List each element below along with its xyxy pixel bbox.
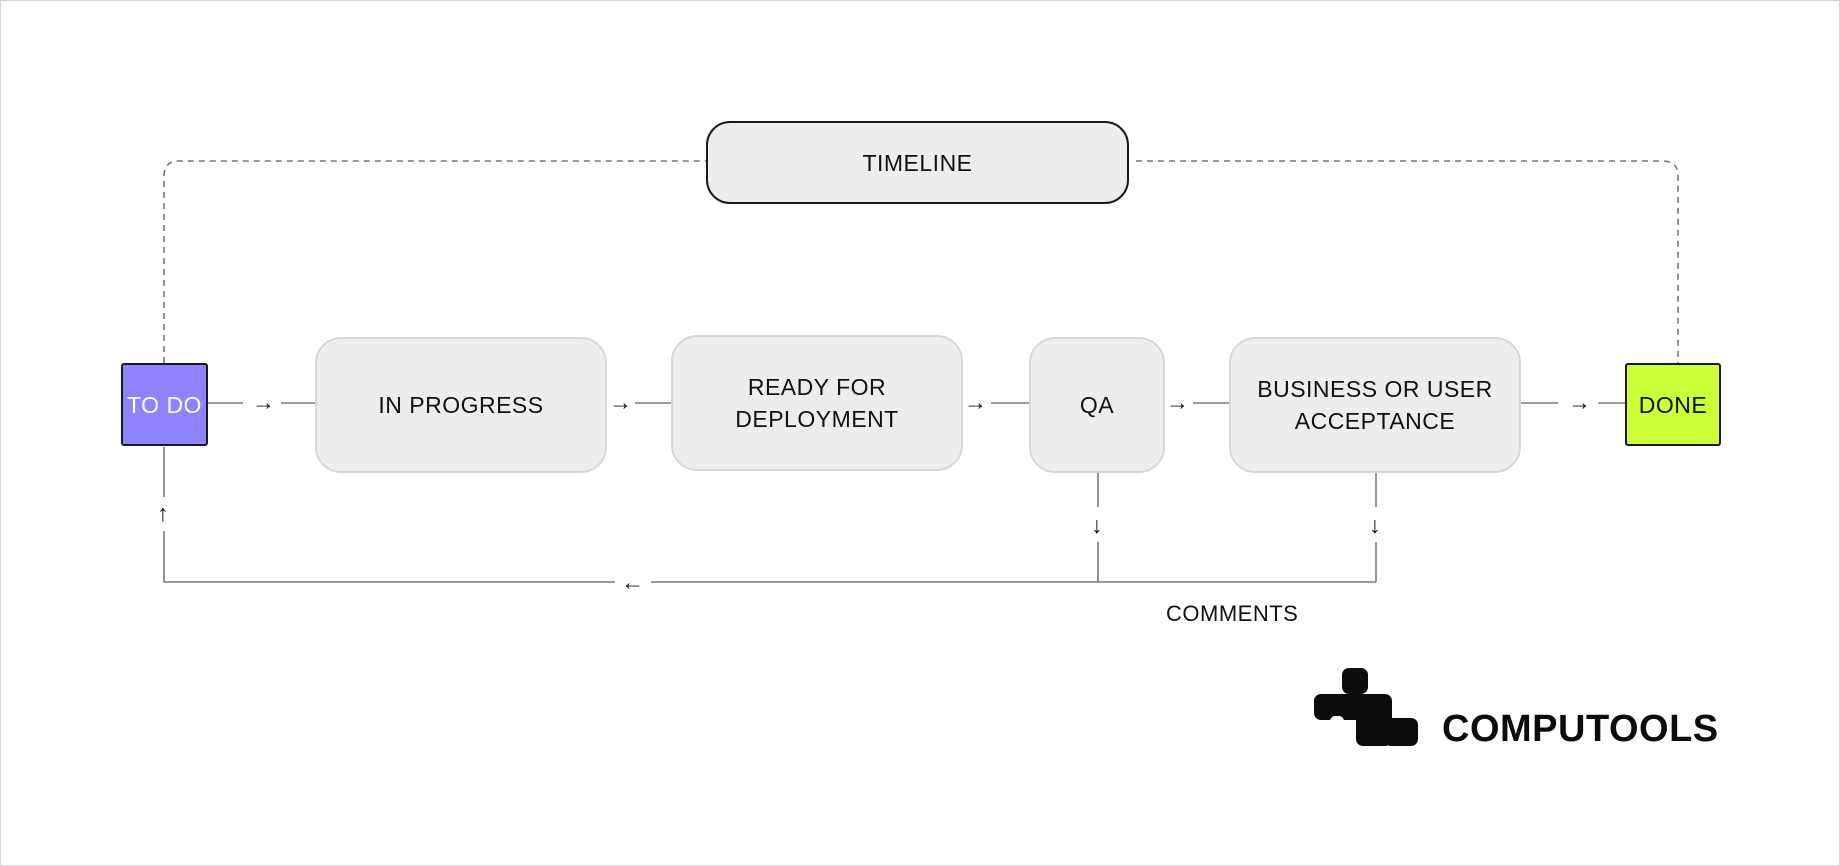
computools-logo-icon	[1314, 668, 1418, 746]
business-acceptance-box: BUSINESS OR USER ACCEPTANCE	[1229, 337, 1521, 473]
arrow-right-icon: →	[1166, 389, 1189, 415]
arrow-up-icon: ↑	[157, 500, 169, 526]
ready-label-line2: DEPLOYMENT	[735, 406, 899, 432]
qa-label: QA	[1079, 392, 1115, 418]
arrow-right-icon: →	[252, 389, 275, 415]
arrow-right-icon: →	[609, 389, 632, 415]
arrow-right-icon: →	[1568, 389, 1591, 415]
ready-label-line1: READY FOR	[747, 374, 887, 400]
arrow-down-icon: ↓	[1369, 512, 1381, 538]
arrow-left-icon: ←	[621, 569, 644, 595]
business-label-line2: ACCEPTANCE	[1294, 408, 1456, 434]
todo-box: TO DO	[121, 363, 208, 446]
done-label: DONE	[1638, 391, 1708, 418]
arrow-right-icon: →	[964, 389, 987, 415]
timeline-box: TIMELINE	[706, 121, 1129, 204]
timeline-dashed-right	[1136, 160, 1679, 363]
comments-label: COMMENTS	[1166, 601, 1299, 626]
todo-label: TO DO	[127, 391, 202, 418]
done-box: DONE	[1625, 363, 1721, 446]
in-progress-label: IN PROGRESS	[378, 392, 544, 418]
qa-box: QA	[1029, 337, 1165, 473]
ready-for-deployment-box: READY FOR DEPLOYMENT	[671, 335, 963, 471]
in-progress-box: IN PROGRESS	[315, 337, 607, 473]
timeline-dashed-left	[163, 160, 706, 363]
brand-name: COMPUTOOLS	[1442, 708, 1719, 750]
timeline-label: TIMELINE	[862, 149, 973, 176]
arrow-down-icon: ↓	[1091, 512, 1103, 538]
business-label-line1: BUSINESS OR USER	[1257, 376, 1493, 402]
